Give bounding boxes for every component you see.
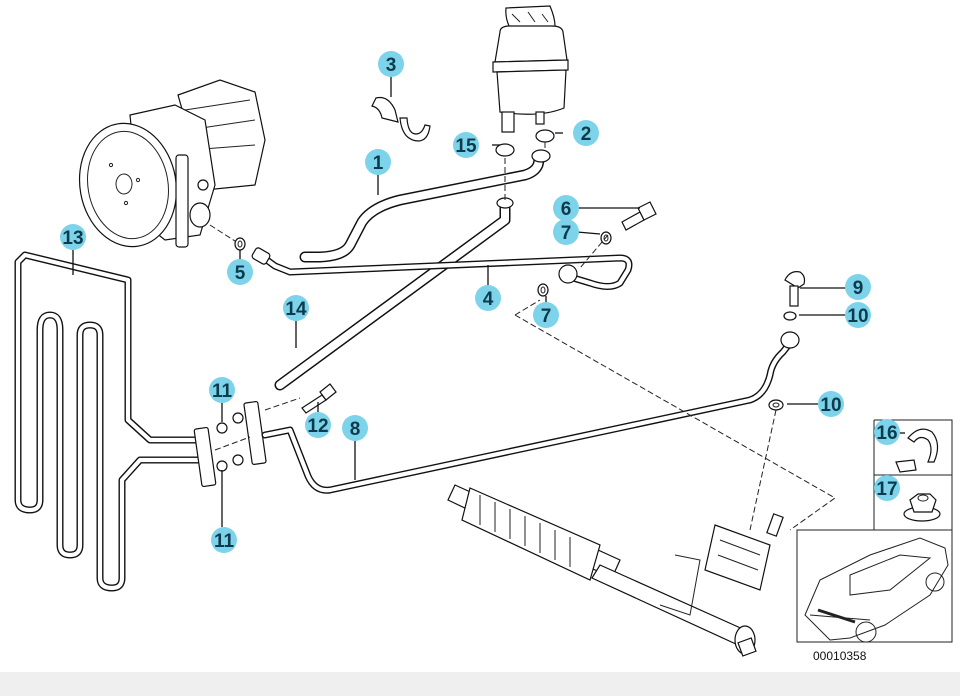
callout-17[interactable]: 17 [874, 475, 900, 501]
svg-text:10: 10 [847, 306, 868, 327]
return-hose-upper [274, 197, 514, 391]
svg-text:7: 7 [561, 223, 572, 244]
leader-lines [72, 76, 905, 527]
callout-14[interactable]: 14 [283, 295, 309, 321]
callout-12[interactable]: 12 [305, 412, 331, 438]
svg-text:11: 11 [212, 381, 233, 402]
bolt-12 [301, 383, 337, 414]
svg-text:1: 1 [373, 153, 384, 174]
washers [234, 129, 797, 411]
vehicle-location-inset [804, 537, 949, 643]
svg-text:2: 2 [581, 124, 592, 145]
hollow-bolt-9 [784, 271, 806, 307]
parts-diagram: 1 2 3 4 5 6 7 7 8 9 10 10 11 11 12 13 14… [14, 5, 953, 663]
hollow-bolt-6 [621, 201, 657, 231]
return-pipe [261, 331, 800, 494]
callout-11-upper[interactable]: 11 [209, 377, 235, 403]
callout-4[interactable]: 4 [475, 285, 501, 311]
callout-10-upper[interactable]: 10 [845, 302, 871, 328]
callouts: 1 2 3 4 5 6 7 7 8 9 10 10 11 11 12 13 14… [60, 51, 900, 553]
footer-bar [0, 672, 960, 696]
nut-17-illustration [903, 493, 941, 522]
svg-text:7: 7 [541, 306, 552, 327]
svg-text:11: 11 [214, 531, 235, 552]
svg-text:17: 17 [876, 479, 897, 500]
callout-6[interactable]: 6 [553, 195, 579, 221]
callout-7-upper[interactable]: 7 [553, 219, 579, 245]
callout-16[interactable]: 16 [874, 419, 900, 445]
svg-text:12: 12 [307, 416, 328, 437]
svg-text:8: 8 [350, 419, 361, 440]
pressure-hose [251, 247, 633, 290]
svg-text:9: 9 [853, 278, 864, 299]
diagram-reference-code: 00010358 [813, 649, 867, 663]
callout-9[interactable]: 9 [845, 274, 871, 300]
inset-panel [796, 419, 953, 643]
suction-hose [299, 149, 551, 263]
clamp-16-illustration [895, 428, 939, 473]
svg-text:6: 6 [561, 199, 572, 220]
callout-1[interactable]: 1 [365, 149, 391, 175]
power-steering-pump [78, 79, 266, 248]
callout-2[interactable]: 2 [573, 120, 599, 146]
diagram-canvas: 1 2 3 4 5 6 7 7 8 9 10 10 11 11 12 13 14… [14, 5, 953, 663]
svg-text:3: 3 [386, 55, 397, 76]
callout-8[interactable]: 8 [342, 415, 368, 441]
svg-text:5: 5 [235, 263, 246, 284]
oil-cooler [14, 251, 204, 592]
callout-13[interactable]: 13 [60, 224, 86, 250]
callout-15[interactable]: 15 [453, 132, 479, 158]
callout-5[interactable]: 5 [227, 259, 253, 285]
callout-11-lower[interactable]: 11 [211, 527, 237, 553]
callout-3[interactable]: 3 [378, 51, 404, 77]
svg-text:4: 4 [483, 289, 494, 310]
holder-clip [371, 96, 431, 142]
svg-text:16: 16 [876, 423, 897, 444]
fluid-reservoir [492, 5, 569, 133]
svg-text:10: 10 [820, 395, 841, 416]
svg-text:15: 15 [455, 136, 477, 157]
callout-7-lower[interactable]: 7 [533, 302, 559, 328]
cooler-connector-block [193, 397, 301, 488]
svg-text:13: 13 [62, 228, 83, 249]
assembly-guide-lines [504, 142, 836, 531]
callout-10-lower[interactable]: 10 [818, 391, 844, 417]
steering-rack [447, 484, 784, 657]
svg-text:14: 14 [285, 299, 307, 320]
